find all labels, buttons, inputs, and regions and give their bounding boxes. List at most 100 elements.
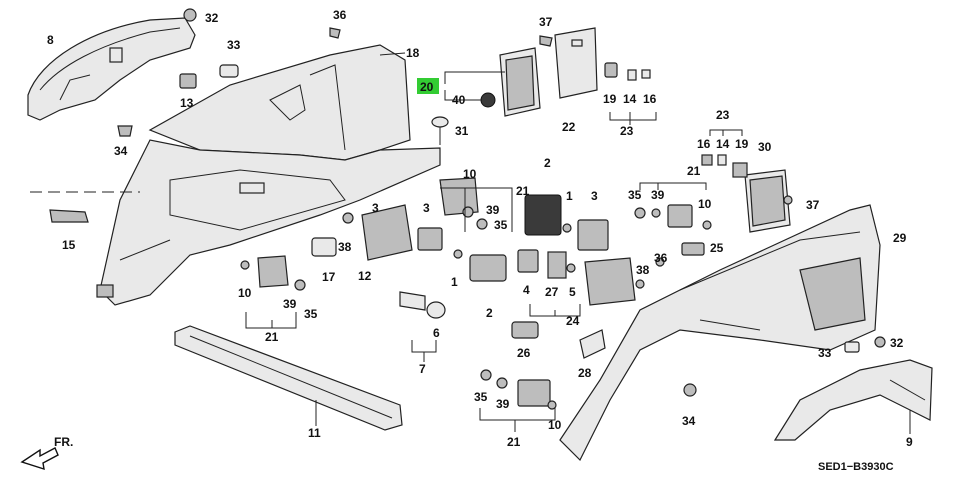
part-6-grommet: [426, 301, 446, 319]
front-marker-label: FR.: [54, 435, 73, 449]
callout-35: 35: [628, 188, 642, 202]
callout-9: 9: [906, 435, 913, 449]
callout-4: 4: [523, 283, 530, 297]
part-7-plug: [399, 291, 426, 311]
callout-16: 16: [643, 92, 657, 106]
callout-8: 8: [47, 33, 54, 47]
callout-10-right: 10: [698, 197, 712, 211]
callout-39-centre: 39: [486, 203, 500, 217]
callout-22: 22: [562, 120, 576, 134]
callout-24: 24: [566, 314, 580, 328]
callout-38-right: 38: [636, 263, 650, 277]
callout-31: 31: [455, 124, 469, 138]
callout-1: 1: [566, 189, 573, 203]
callout-2-lower: 2: [486, 306, 493, 320]
callout-25: 25: [710, 241, 724, 255]
callout-36-right: 36: [654, 251, 668, 265]
part-9-lower-trim: [773, 359, 933, 441]
part-27-cover: [547, 251, 567, 279]
part-8-rear-pillar-trim: [27, 17, 196, 121]
callout-15: 15: [62, 238, 76, 252]
callout-27: 27: [545, 285, 559, 299]
part-left-quarter-trim-panel: [96, 139, 441, 306]
callout-37-right: 37: [806, 198, 820, 212]
part-24-module: [584, 257, 636, 306]
part-31-push-clip: [431, 116, 449, 145]
part-28-clip: [579, 329, 606, 359]
callout-29: 29: [893, 231, 907, 245]
part-17-cap: [311, 237, 337, 257]
callout-32: 32: [205, 11, 219, 25]
callout-5: 5: [569, 285, 576, 299]
part-26-clip: [511, 321, 539, 339]
callout-33: 33: [227, 38, 241, 52]
highlight-box: [417, 78, 439, 94]
diagram-code: SED1−B3930C: [818, 461, 894, 473]
callout-21-right: 21: [687, 164, 701, 178]
callout-32-lower: 32: [890, 336, 904, 350]
part-12-module: [361, 204, 413, 261]
callout-2: 2: [544, 156, 551, 170]
callout-39-lower: 39: [496, 397, 510, 411]
callout-13: 13: [180, 96, 194, 110]
callout-21-left: 21: [265, 330, 279, 344]
part-32-lower-screw: [874, 336, 886, 348]
callout-35-centre: 35: [494, 218, 508, 232]
callout-1-centre: 1: [451, 275, 458, 289]
part-32-upper-screw: [183, 8, 197, 22]
callout-14-right: 14: [716, 137, 730, 151]
part-3-switch-b: [577, 219, 609, 251]
callout-30: 30: [758, 140, 772, 154]
part-2-speaker-box-a: [524, 194, 562, 236]
part-33-upper-clip: [219, 64, 239, 78]
parts-16-14-19-right-group: [701, 154, 748, 178]
callout-35-left: 35: [304, 307, 318, 321]
callout-11: 11: [308, 426, 321, 440]
callout-39: 39: [651, 188, 665, 202]
part-13-clip: [179, 73, 197, 89]
callout-35-lower: 35: [474, 390, 488, 404]
part-11-tonneau-cover: [174, 325, 403, 431]
callout-3-left: 3: [372, 201, 379, 215]
callout-23-right: 23: [716, 108, 730, 122]
part-20-speaker-grille: [499, 47, 541, 117]
callout-40: 40: [452, 93, 466, 107]
callout-14: 14: [623, 92, 637, 106]
callout-33-lower: 33: [818, 346, 832, 360]
callout-20-highlighted: 20: [420, 80, 434, 94]
callout-19-right: 19: [735, 137, 749, 151]
callout-36: 36: [333, 8, 347, 22]
callout-18: 18: [406, 46, 420, 60]
part-30-side-pocket: [744, 169, 791, 233]
callout-37: 37: [539, 15, 553, 29]
callout-10: 10: [463, 167, 477, 181]
callout-21: 21: [516, 184, 530, 198]
callout-7: 7: [419, 362, 426, 376]
callout-28: 28: [578, 366, 592, 380]
callout-10-lower: 10: [548, 418, 562, 432]
part-33-lower-clip: [844, 341, 860, 353]
callout-16-right: 16: [697, 137, 711, 151]
callout-21-lower: 21: [507, 435, 521, 449]
callout-3: 3: [423, 201, 430, 215]
part-21-bracket-right: [667, 204, 693, 228]
part-15-fastener: [30, 191, 140, 223]
callout-26: 26: [517, 346, 531, 360]
callout-12: 12: [358, 269, 372, 283]
part-21-bracket-left: [257, 255, 289, 288]
leader-lines: [245, 52, 911, 434]
part-34-lower-bolt: [683, 383, 697, 397]
callout-labels: 8 32 36 37 33 18 13 20 40 19 14 16 31 22…: [47, 8, 913, 449]
callout-10-left: 10: [238, 286, 252, 300]
part-4-socket: [517, 249, 539, 273]
part-40-speaker: [480, 92, 496, 108]
callout-39-left: 39: [283, 297, 297, 311]
callout-23: 23: [620, 124, 634, 138]
part-34-left-clip: [117, 125, 133, 137]
parts-19-14-16-upper-group: [604, 62, 651, 81]
callout-17: 17: [322, 270, 336, 284]
part-25-clip: [681, 242, 705, 256]
part-10-bracket-a: [439, 177, 479, 216]
